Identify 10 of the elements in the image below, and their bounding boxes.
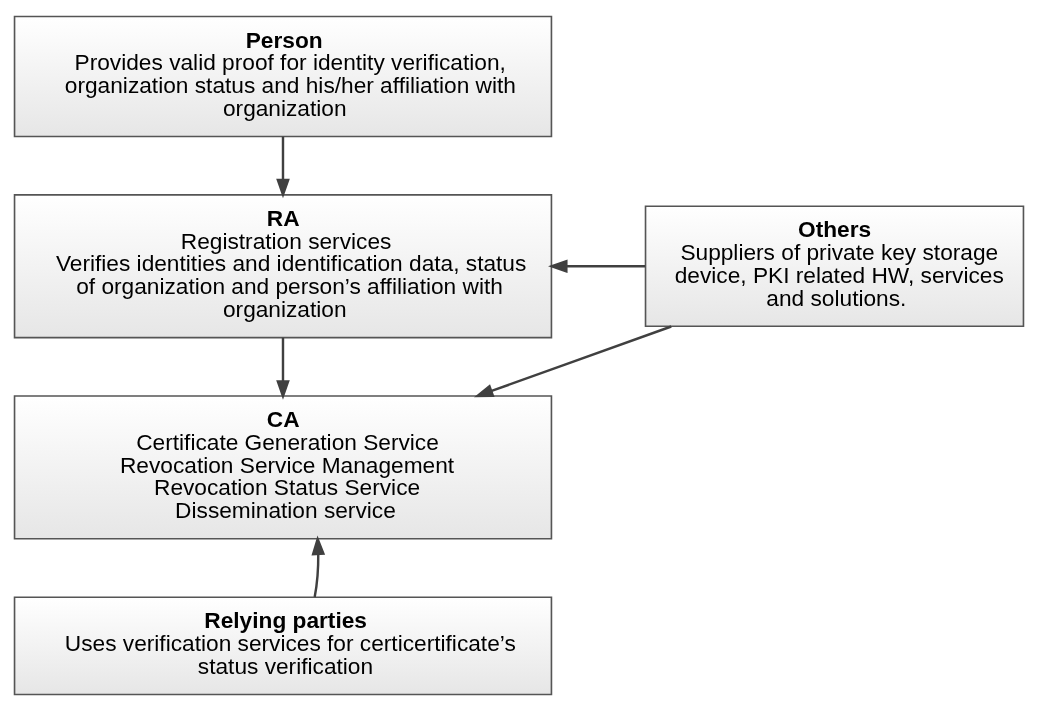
node-box: Relying parties Uses verification services for certicertificate’s status verification xyxy=(13,596,553,696)
node-box: Others Suppliers of private key storage device, PKI related HW, services and solutions. xyxy=(644,205,1025,328)
arrow xyxy=(548,259,646,274)
node-box: CA Certificate Generation Service Revocation Service Management Revocation Status Service Dissemination service xyxy=(13,395,553,540)
arrow xyxy=(276,136,290,199)
arrow xyxy=(473,325,672,398)
arrow xyxy=(276,337,290,400)
arrow xyxy=(311,535,326,598)
node-box: RA Registration services Verifies identities and identification data, status of organization and person’s affiliation with organization xyxy=(13,194,553,339)
node-box: Person Provides valid proof for identity verification, organization status and his/her affiliation with organization xyxy=(13,15,553,138)
